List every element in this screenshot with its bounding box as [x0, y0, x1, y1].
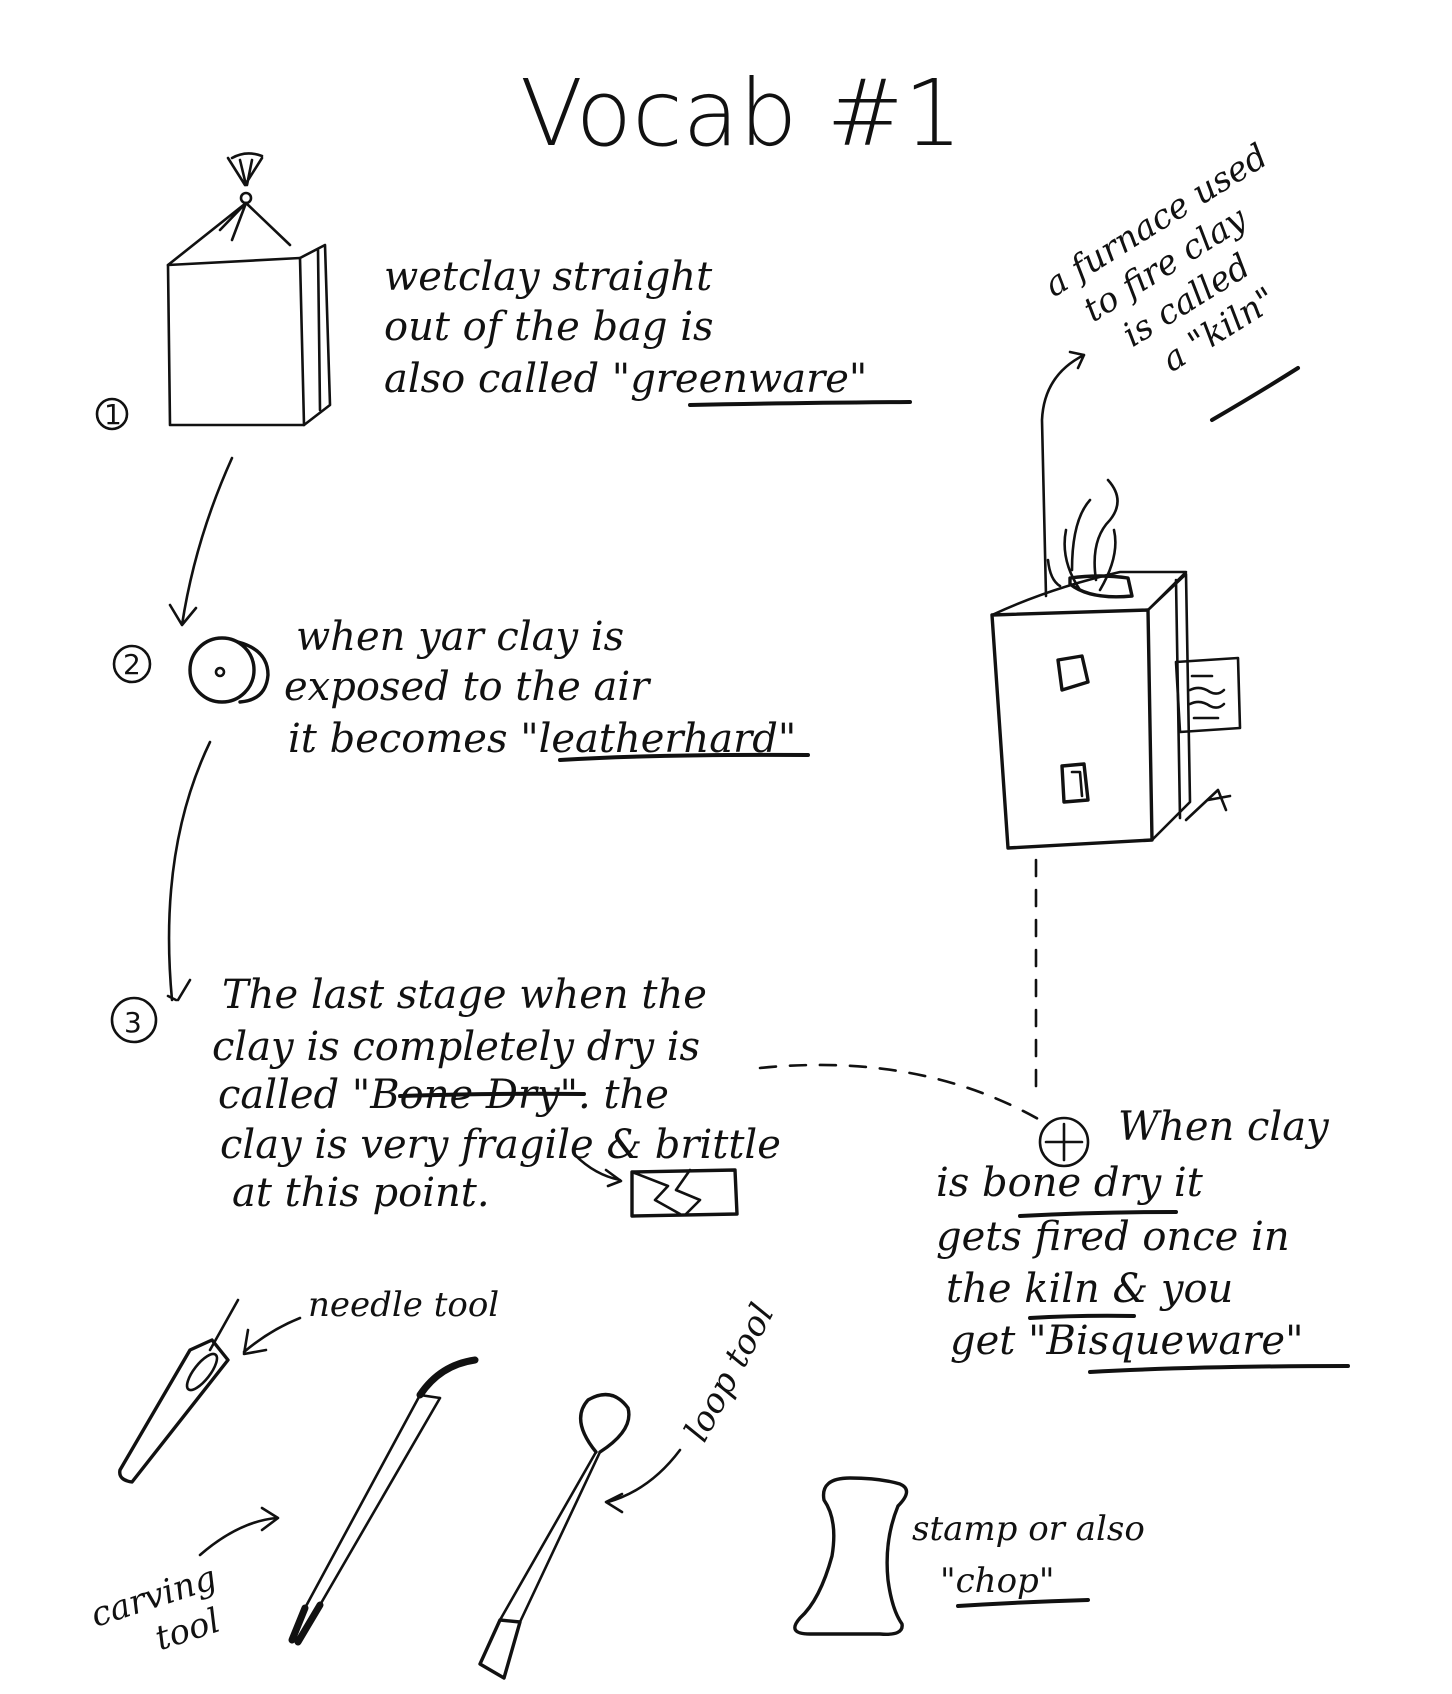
- step-2-text: when yar clay is exposed to the air it b…: [284, 614, 810, 762]
- arrow-needle-tool: [242, 1316, 302, 1356]
- step-number-2: 2: [112, 644, 152, 684]
- svg-text:out of the bag is: out of the bag is: [384, 304, 714, 350]
- label-loop-tool: loop tool: [677, 1297, 783, 1448]
- loop-tool-illustration: [478, 1392, 631, 1680]
- svg-text:wetclay straight: wetclay straight: [384, 254, 713, 300]
- label-stamp: stamp or also "chop": [912, 1509, 1145, 1608]
- svg-text:1: 1: [104, 398, 122, 431]
- svg-text:stamp or also: stamp or also: [912, 1509, 1145, 1549]
- step-number-1: 1: [95, 397, 129, 431]
- svg-text:exposed to the air: exposed to the air: [284, 664, 652, 710]
- svg-text:2: 2: [123, 648, 141, 681]
- clay-bag-illustration: [166, 152, 332, 427]
- kiln-illustration: [990, 478, 1242, 850]
- svg-text:also called "greenware": also called "greenware": [384, 356, 867, 402]
- label-needle-tool: needle tool: [308, 1285, 499, 1325]
- svg-text:clay is very fragile & brittle: clay is very fragile & brittle: [220, 1122, 781, 1168]
- kiln-note-text: a furnace used to fire clay is called a …: [1037, 136, 1300, 422]
- step-1-text: wetclay straight out of the bag is also …: [384, 254, 912, 407]
- arrow-carving-tool: [198, 1506, 280, 1557]
- svg-text:when yar clay is: when yar clay is: [296, 614, 624, 660]
- svg-text:loop tool: loop tool: [677, 1297, 783, 1448]
- dashed-line-step3-to-step4: [758, 1063, 1042, 1122]
- svg-text:The last stage when the: The last stage when the: [222, 972, 707, 1018]
- svg-text:get "Bisqueware": get "Bisqueware": [950, 1318, 1304, 1364]
- svg-text:3: 3: [124, 1006, 142, 1039]
- arrow-step1-to-step2: [168, 456, 234, 627]
- svg-text:is bone dry it: is bone dry it: [936, 1160, 1204, 1206]
- step-4-text: When clay is bone dry it gets fired once…: [936, 1104, 1350, 1374]
- label-carving-tool: carving tool: [86, 1558, 225, 1659]
- needle-tool-illustration: [118, 1298, 240, 1484]
- step-number-4: [1038, 1116, 1090, 1168]
- svg-text:the kiln & you: the kiln & you: [946, 1266, 1233, 1312]
- step-number-3: 3: [110, 996, 158, 1044]
- carving-tool-illustration: [288, 1356, 479, 1646]
- arrow-step2-to-step3: [166, 740, 212, 1002]
- page-title: Vocab #1: [520, 60, 962, 167]
- arrow-loop-tool: [604, 1448, 682, 1514]
- step-3-text: The last stage when the clay is complete…: [212, 972, 781, 1216]
- clay-ball-illustration: [188, 636, 270, 704]
- svg-text:When clay: When clay: [1118, 1104, 1330, 1150]
- stamp-illustration: [793, 1476, 909, 1636]
- svg-text:gets fired once in: gets fired once in: [936, 1214, 1290, 1260]
- arrow-kiln-to-note: [1040, 350, 1086, 598]
- svg-text:"chop": "chop": [940, 1561, 1054, 1601]
- cracked-clay-illustration: [573, 1153, 739, 1218]
- svg-text:at this point.: at this point.: [232, 1170, 490, 1216]
- svg-text:clay is completely dry is: clay is completely dry is: [212, 1024, 700, 1070]
